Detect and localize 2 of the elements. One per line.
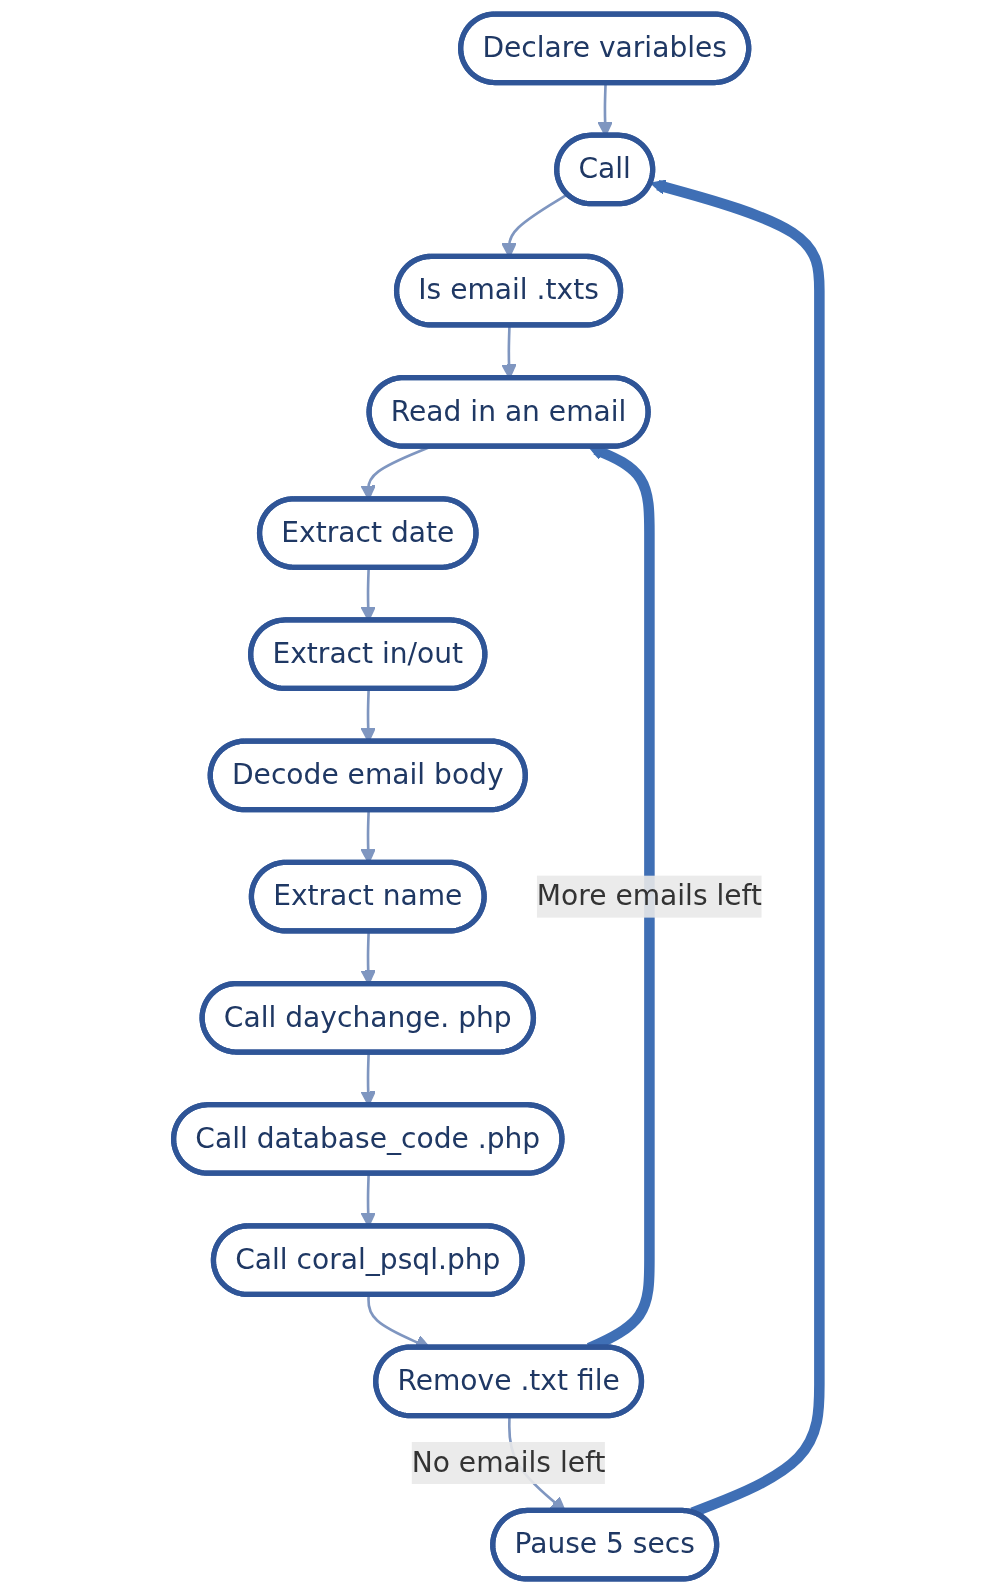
edge-label: More emails left <box>536 879 763 913</box>
edge-label: No emails left <box>411 1445 606 1479</box>
